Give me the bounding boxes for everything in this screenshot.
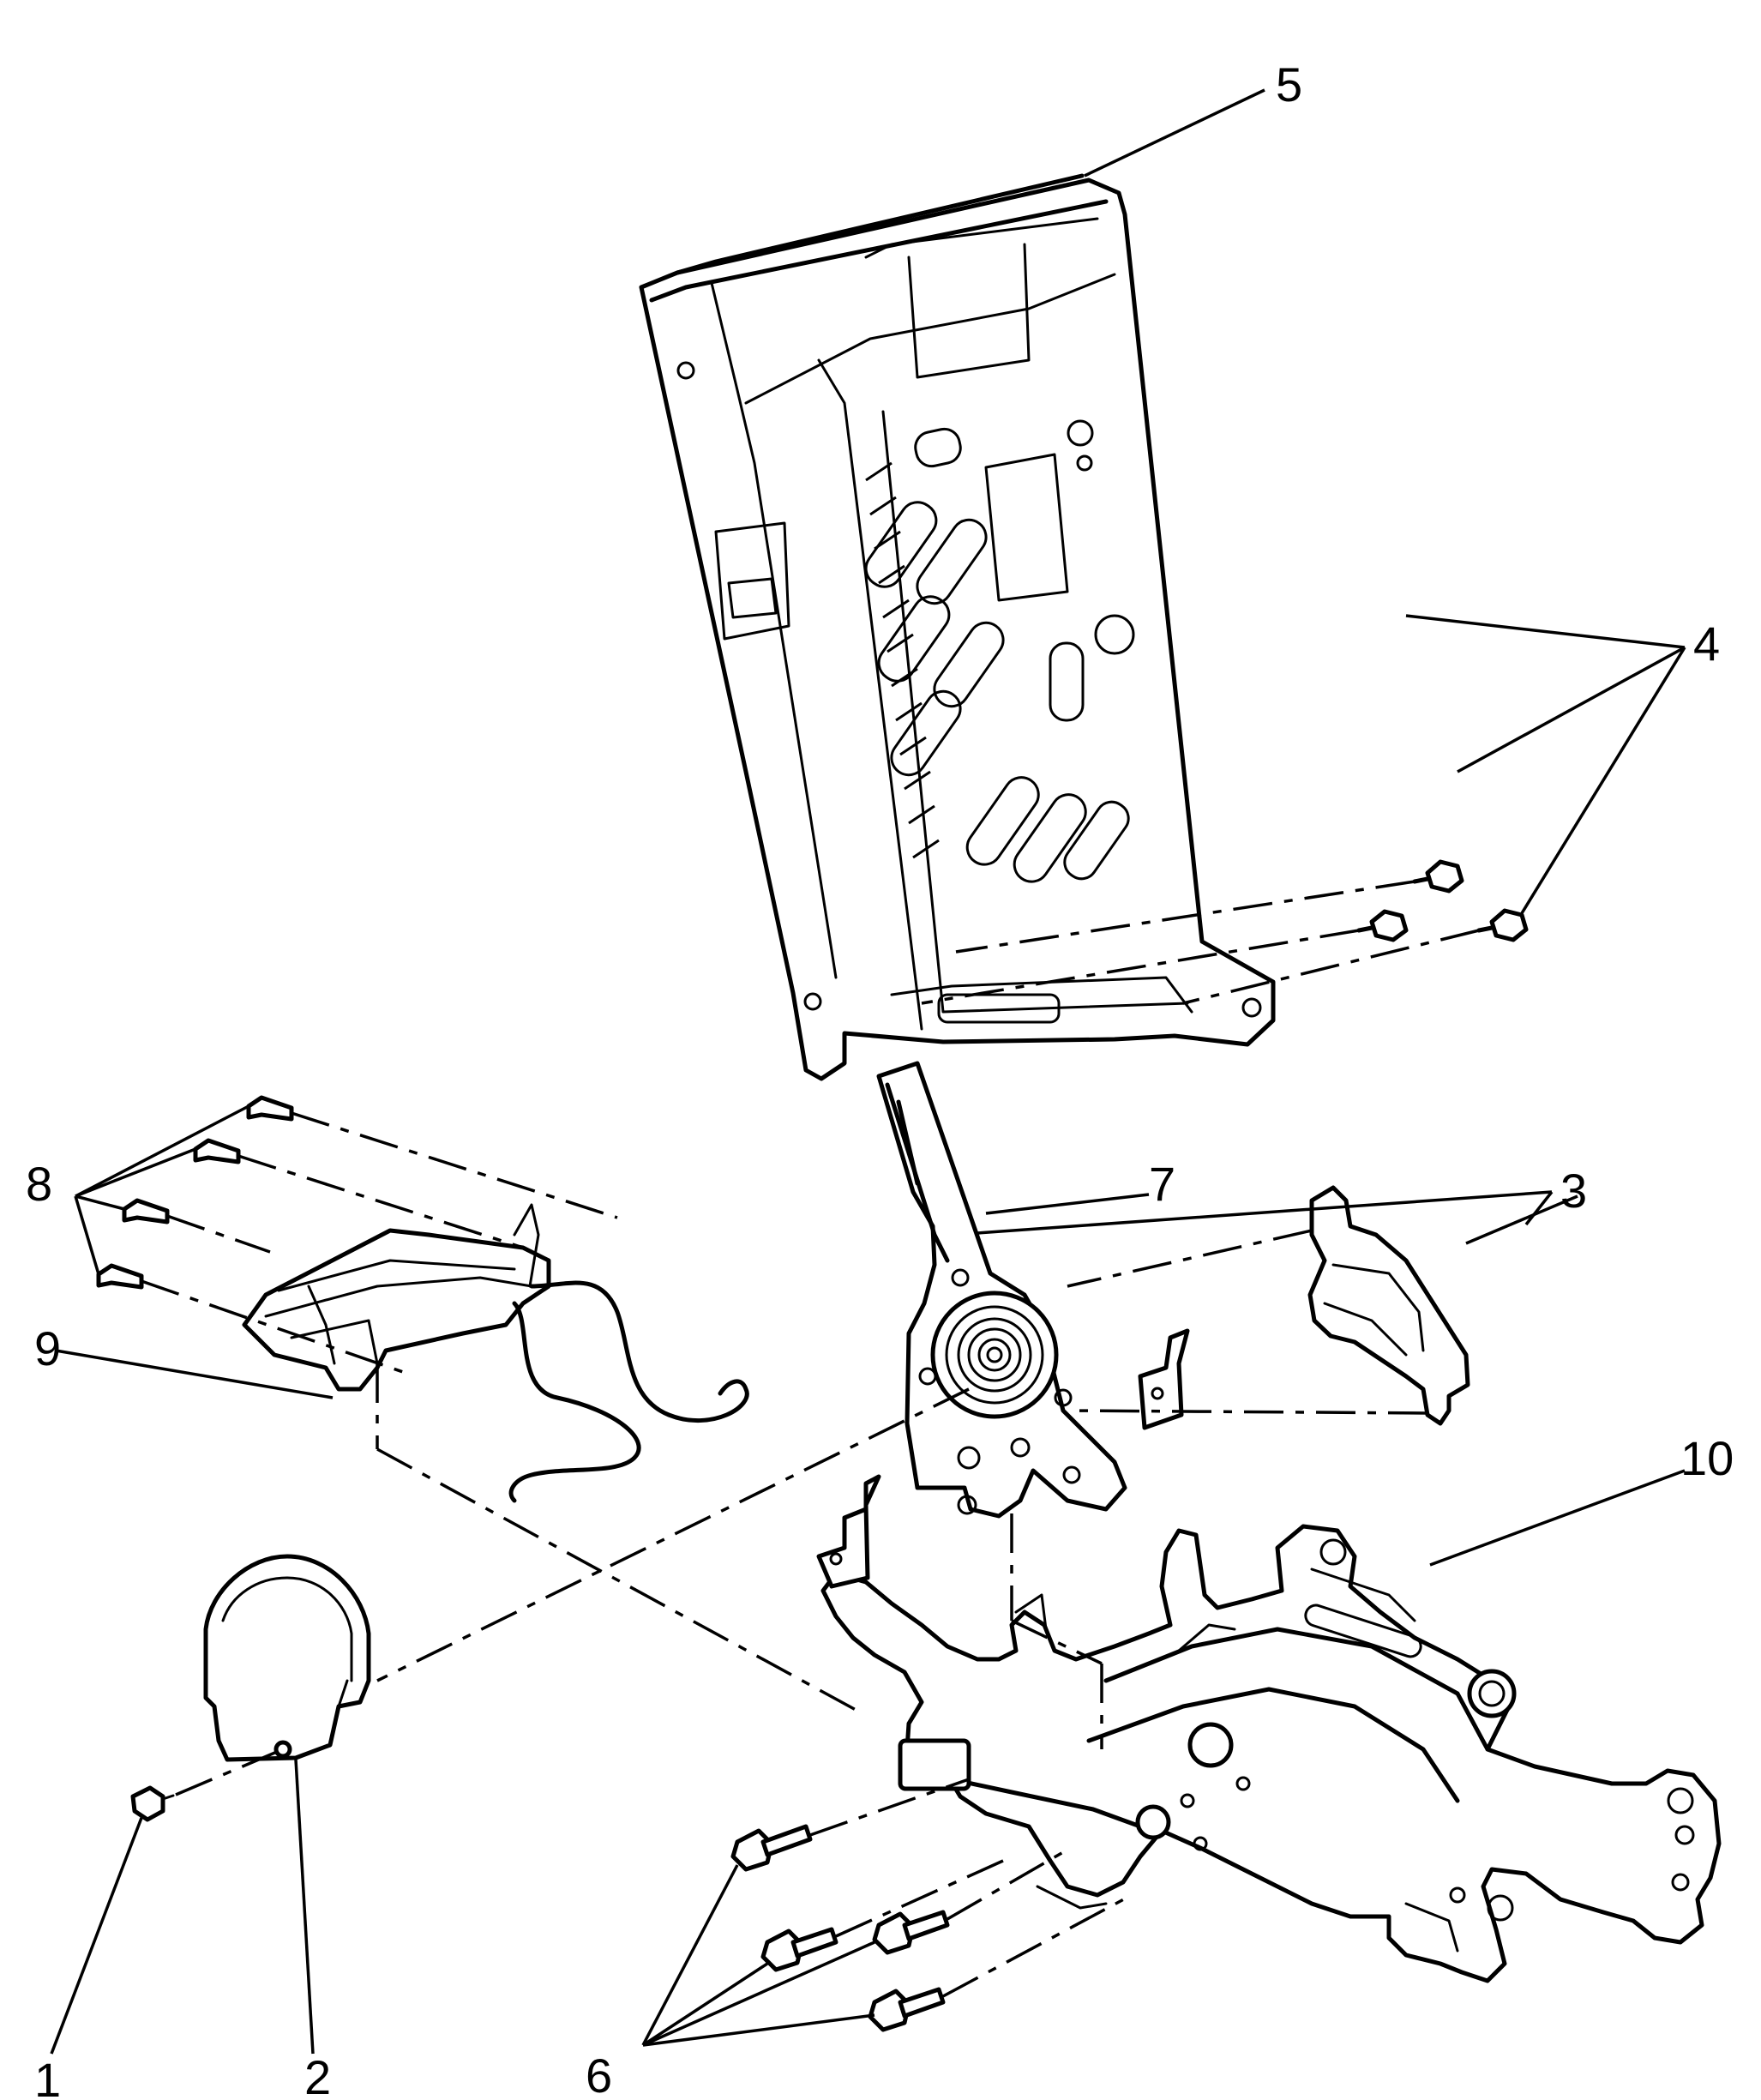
screws-part-8 [96, 1095, 294, 1290]
adjuster-handle [242, 1203, 749, 1503]
pivot-cover [203, 1554, 371, 1762]
bolts-part-6 [730, 1824, 950, 2032]
seat-base-frame [820, 1524, 1722, 1983]
callout-2: 2 [304, 2050, 331, 2100]
alignment-lines [141, 880, 1480, 1998]
base-brackets [816, 1328, 1190, 1589]
callout-6: 6 [586, 2049, 612, 2100]
callout-8: 8 [26, 1157, 52, 1211]
callout-1: 1 [34, 2053, 61, 2100]
callout-4: 4 [1693, 617, 1720, 671]
callout-9: 9 [34, 1321, 61, 1375]
recliner-mechanism [876, 1061, 1127, 1519]
recliner-trim-cover [1307, 1185, 1470, 1426]
callout-5: 5 [1276, 57, 1302, 111]
screw-part-1 [130, 1785, 175, 1822]
callout-7: 7 [1149, 1157, 1175, 1211]
callout-3: 3 [1560, 1164, 1587, 1218]
frame-hatching [865, 461, 940, 859]
bolts-part-4 [1356, 859, 1529, 942]
frame-slots [864, 427, 1130, 883]
seat-back-frame [639, 173, 1276, 1081]
callout-labels: 1 2 3 4 5 6 7 8 9 10 [26, 57, 1734, 2100]
callout-10: 10 [1680, 1431, 1734, 1485]
callout-leaders [50, 88, 1686, 2055]
